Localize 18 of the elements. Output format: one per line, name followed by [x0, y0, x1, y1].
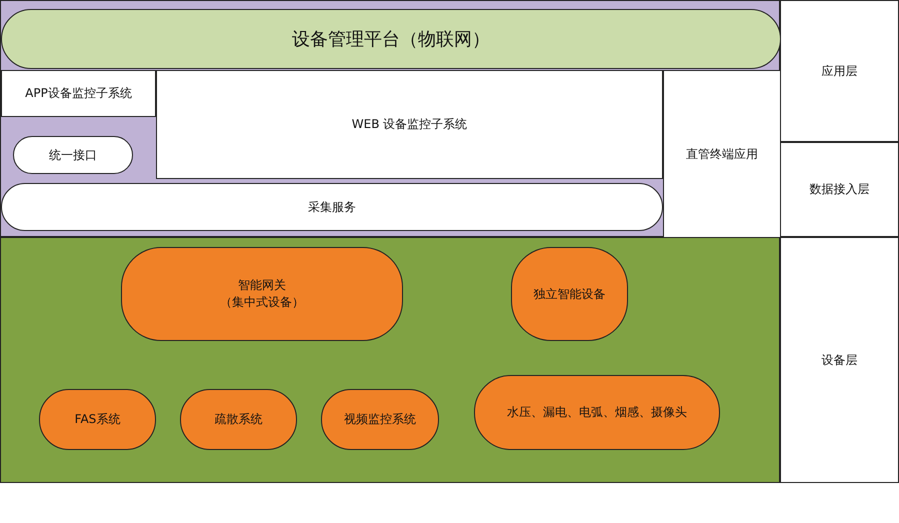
layer-box: 应用层: [780, 0, 899, 142]
service-pill: 采集服务: [1, 183, 663, 231]
node-subtitle: （集中式设备）: [220, 294, 304, 311]
layer-box: 数据接入层: [780, 142, 899, 237]
layer-box: 设备层: [780, 237, 899, 483]
device-pill: [121, 247, 403, 341]
node-title: 智能网关: [238, 277, 286, 294]
interface-pill: 统一接口: [13, 136, 133, 174]
device-pill: 水压、漏电、电弧、烟感、摄像头: [474, 375, 720, 450]
device-pill: 视频监控系统: [321, 389, 439, 450]
panel-background: [0, 0, 780, 237]
device-pill: 疏散系统: [180, 389, 297, 450]
subsystem-box: WEB 设备监控子系统: [156, 70, 663, 179]
application-box: 直管终端应用: [663, 70, 781, 238]
device-pill: FAS系统: [39, 389, 156, 450]
platform-pill: 设备管理平台（物联网）: [1, 9, 781, 69]
device-pill: 独立智能设备: [511, 247, 628, 341]
subsystem-box: APP设备监控子系统: [1, 70, 156, 117]
